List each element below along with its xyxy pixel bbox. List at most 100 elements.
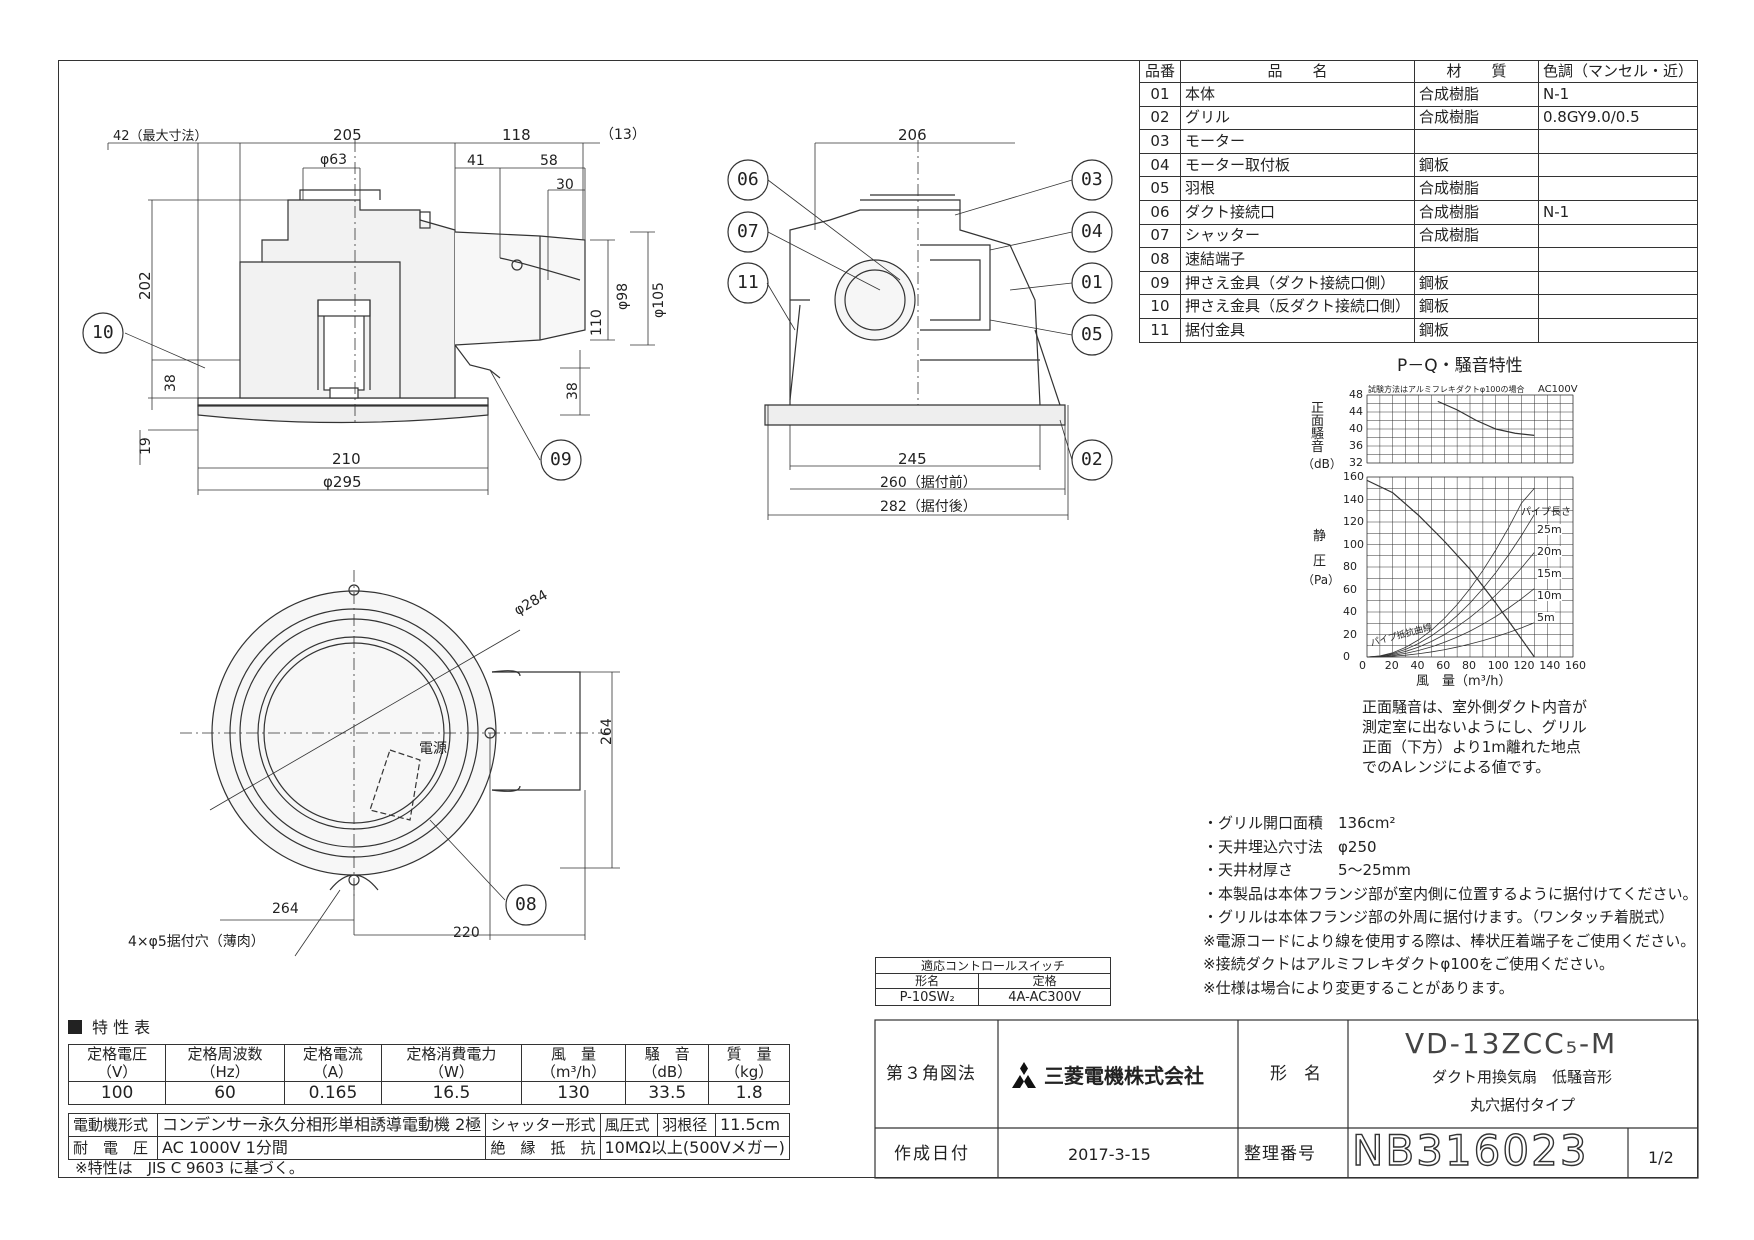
part-material: 鋼板 xyxy=(1413,294,1539,319)
switch-header-model: 形名 xyxy=(874,973,980,989)
part-material: 合成樹脂 xyxy=(1413,223,1539,249)
pipe-length-label: パイプ長さ xyxy=(1521,507,1571,518)
pressure-unit: （Pa） xyxy=(1302,573,1341,587)
char-header-line: （m³/h） xyxy=(540,1063,607,1081)
char-header-line: 風 量 xyxy=(551,1045,597,1063)
part-color xyxy=(1537,223,1699,249)
dim-58: 58 xyxy=(540,153,558,169)
dim-205: 205 xyxy=(333,126,362,144)
dim-30: 30 xyxy=(556,177,574,193)
part-material: 鋼板 xyxy=(1413,317,1539,343)
part-no: 08 xyxy=(1139,247,1181,272)
header-part-no: 品番 xyxy=(1139,60,1181,83)
pq-test-note: 試験方法はアルミフレキダクトφ100の場合 xyxy=(1368,385,1525,394)
model-desc-2: 丸穴据付タイプ xyxy=(1470,1096,1576,1114)
dim-41: 41 xyxy=(467,153,485,169)
parts-header: 品番 品 名 材 質 色調（マンセル・近） xyxy=(1139,60,1699,83)
part-color xyxy=(1537,152,1699,178)
pipe-resistance-curve xyxy=(1366,514,1535,658)
char-header: 質 量（kg） xyxy=(708,1044,790,1082)
pressure-tick-label: 160 xyxy=(1343,470,1364,483)
part-no: 04 xyxy=(1139,152,1181,178)
pressure-axis-label-1: 静 xyxy=(1313,529,1327,544)
char-value: 1.8 xyxy=(708,1081,790,1105)
header-part-name: 品 名 xyxy=(1179,60,1415,83)
pipe-length-tick: 15m xyxy=(1537,567,1562,580)
noise-axis-label-1: 正 xyxy=(1311,401,1325,416)
side-view xyxy=(727,140,1113,520)
spec-note: ・本製品は本体フランジ部が室内側に位置するように据付けてください。 xyxy=(1203,884,1698,903)
date-label: 作成日付 xyxy=(894,1144,970,1164)
spec-note: ※仕様は場合により変更することがあります。 xyxy=(1203,978,1514,997)
part-color xyxy=(1537,129,1699,154)
pq-supply: AC100V xyxy=(1538,384,1578,395)
part-name: グリル xyxy=(1179,105,1415,131)
noise-axis-label-3: 騒 xyxy=(1311,427,1325,442)
pq-title: P－Q・騒音特性 xyxy=(1397,356,1523,376)
dim-110: 110 xyxy=(589,309,605,336)
part-material: 合成樹脂 xyxy=(1413,176,1539,201)
char-value: 100 xyxy=(67,1081,167,1105)
part-no: 02 xyxy=(1139,105,1181,131)
part-no: 09 xyxy=(1139,270,1181,296)
x-tick-label: 80 xyxy=(1462,659,1476,672)
switch-table-title: 適応コントロールスイッチ xyxy=(875,957,1111,974)
characteristics-table: 定格電圧（V）定格周波数（Hz）定格電流（A）定格消費電力（W）風 量（m³/h… xyxy=(67,1044,790,1105)
dim-282: 282（据付後） xyxy=(880,499,977,515)
header-color: 色調（マンセル・近） xyxy=(1537,60,1699,83)
char-footnote: ※特性は JIS C 9603 に基づく。 xyxy=(75,1159,304,1177)
switch-header-rating: 定格 xyxy=(978,973,1111,989)
part-color xyxy=(1537,317,1699,343)
pipe-length-tick: 20m xyxy=(1537,545,1562,558)
noise-tick-label: 48 xyxy=(1349,388,1363,401)
noise-tick-label: 44 xyxy=(1349,405,1363,418)
char-header-line: 定格消費電力 xyxy=(406,1045,497,1063)
dim-245: 245 xyxy=(898,450,927,468)
char-header-line: （kg） xyxy=(725,1063,774,1081)
noise-axis-label-2: 面 xyxy=(1311,414,1325,429)
noise-curve xyxy=(1437,400,1535,436)
company-name: 三菱電機株式会社 xyxy=(1044,1064,1204,1088)
dim-38-left: 38 xyxy=(163,374,179,392)
header-material: 材 質 xyxy=(1413,60,1539,83)
part-color xyxy=(1537,294,1699,319)
x-tick-label: 0 xyxy=(1359,659,1366,672)
dim-38-right: 38 xyxy=(565,382,581,400)
pressure-tick-label: 20 xyxy=(1343,627,1357,641)
blade-value: 11.5cm xyxy=(715,1113,790,1137)
switch-model: P-10SW₂ xyxy=(874,988,980,1006)
x-tick-label: 160 xyxy=(1565,659,1586,672)
model-number: VD-13ZCC₅-M xyxy=(1405,1027,1618,1060)
dim-202: 202 xyxy=(136,271,154,300)
callout-01: 01 xyxy=(1081,272,1103,293)
noise-unit: （dB） xyxy=(1302,457,1342,471)
dim-phi63: φ63 xyxy=(320,152,348,168)
dim-210: 210 xyxy=(332,450,361,468)
part-name: 据付金具 xyxy=(1179,317,1415,343)
spec-note: ※電源コードにより線を使用する際は、棒状圧着端子をご使用ください。 xyxy=(1203,931,1696,950)
part-material: 合成樹脂 xyxy=(1413,199,1539,225)
part-color: N-1 xyxy=(1537,82,1699,107)
part-color: 0.8GY9.0/0.5 xyxy=(1537,105,1699,131)
noise-desc-line: 測定室に出ないようにし、グリル xyxy=(1362,718,1587,736)
callout-11: 11 xyxy=(737,272,759,293)
part-material: 鋼板 xyxy=(1413,152,1539,178)
noise-tick-label: 36 xyxy=(1349,439,1363,452)
pipe-length-tick: 5m xyxy=(1537,611,1555,624)
part-color xyxy=(1537,176,1699,201)
insulation-value: 10MΩ以上(500Vメガー) xyxy=(599,1136,790,1160)
switch-rating: 4A-AC300V xyxy=(978,988,1111,1006)
pressure-tick-label: 120 xyxy=(1343,515,1364,528)
part-name: 羽根 xyxy=(1179,176,1415,201)
part-no: 10 xyxy=(1139,294,1181,319)
part-no: 11 xyxy=(1139,317,1181,343)
front-view xyxy=(82,140,655,495)
char-header-line: 定格周波数 xyxy=(187,1045,263,1063)
char-header-line: 定格電圧 xyxy=(87,1045,148,1063)
dim-220: 220 xyxy=(453,925,480,941)
